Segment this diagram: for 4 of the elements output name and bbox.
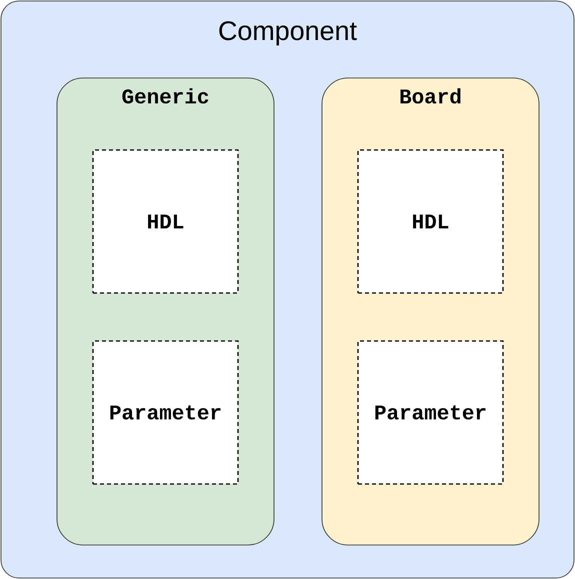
dashed-box: HDL [357,149,504,294]
dashed-box: Parameter [92,340,239,485]
dashed-box: Parameter [357,340,504,485]
dashed-box: HDL [92,149,239,294]
